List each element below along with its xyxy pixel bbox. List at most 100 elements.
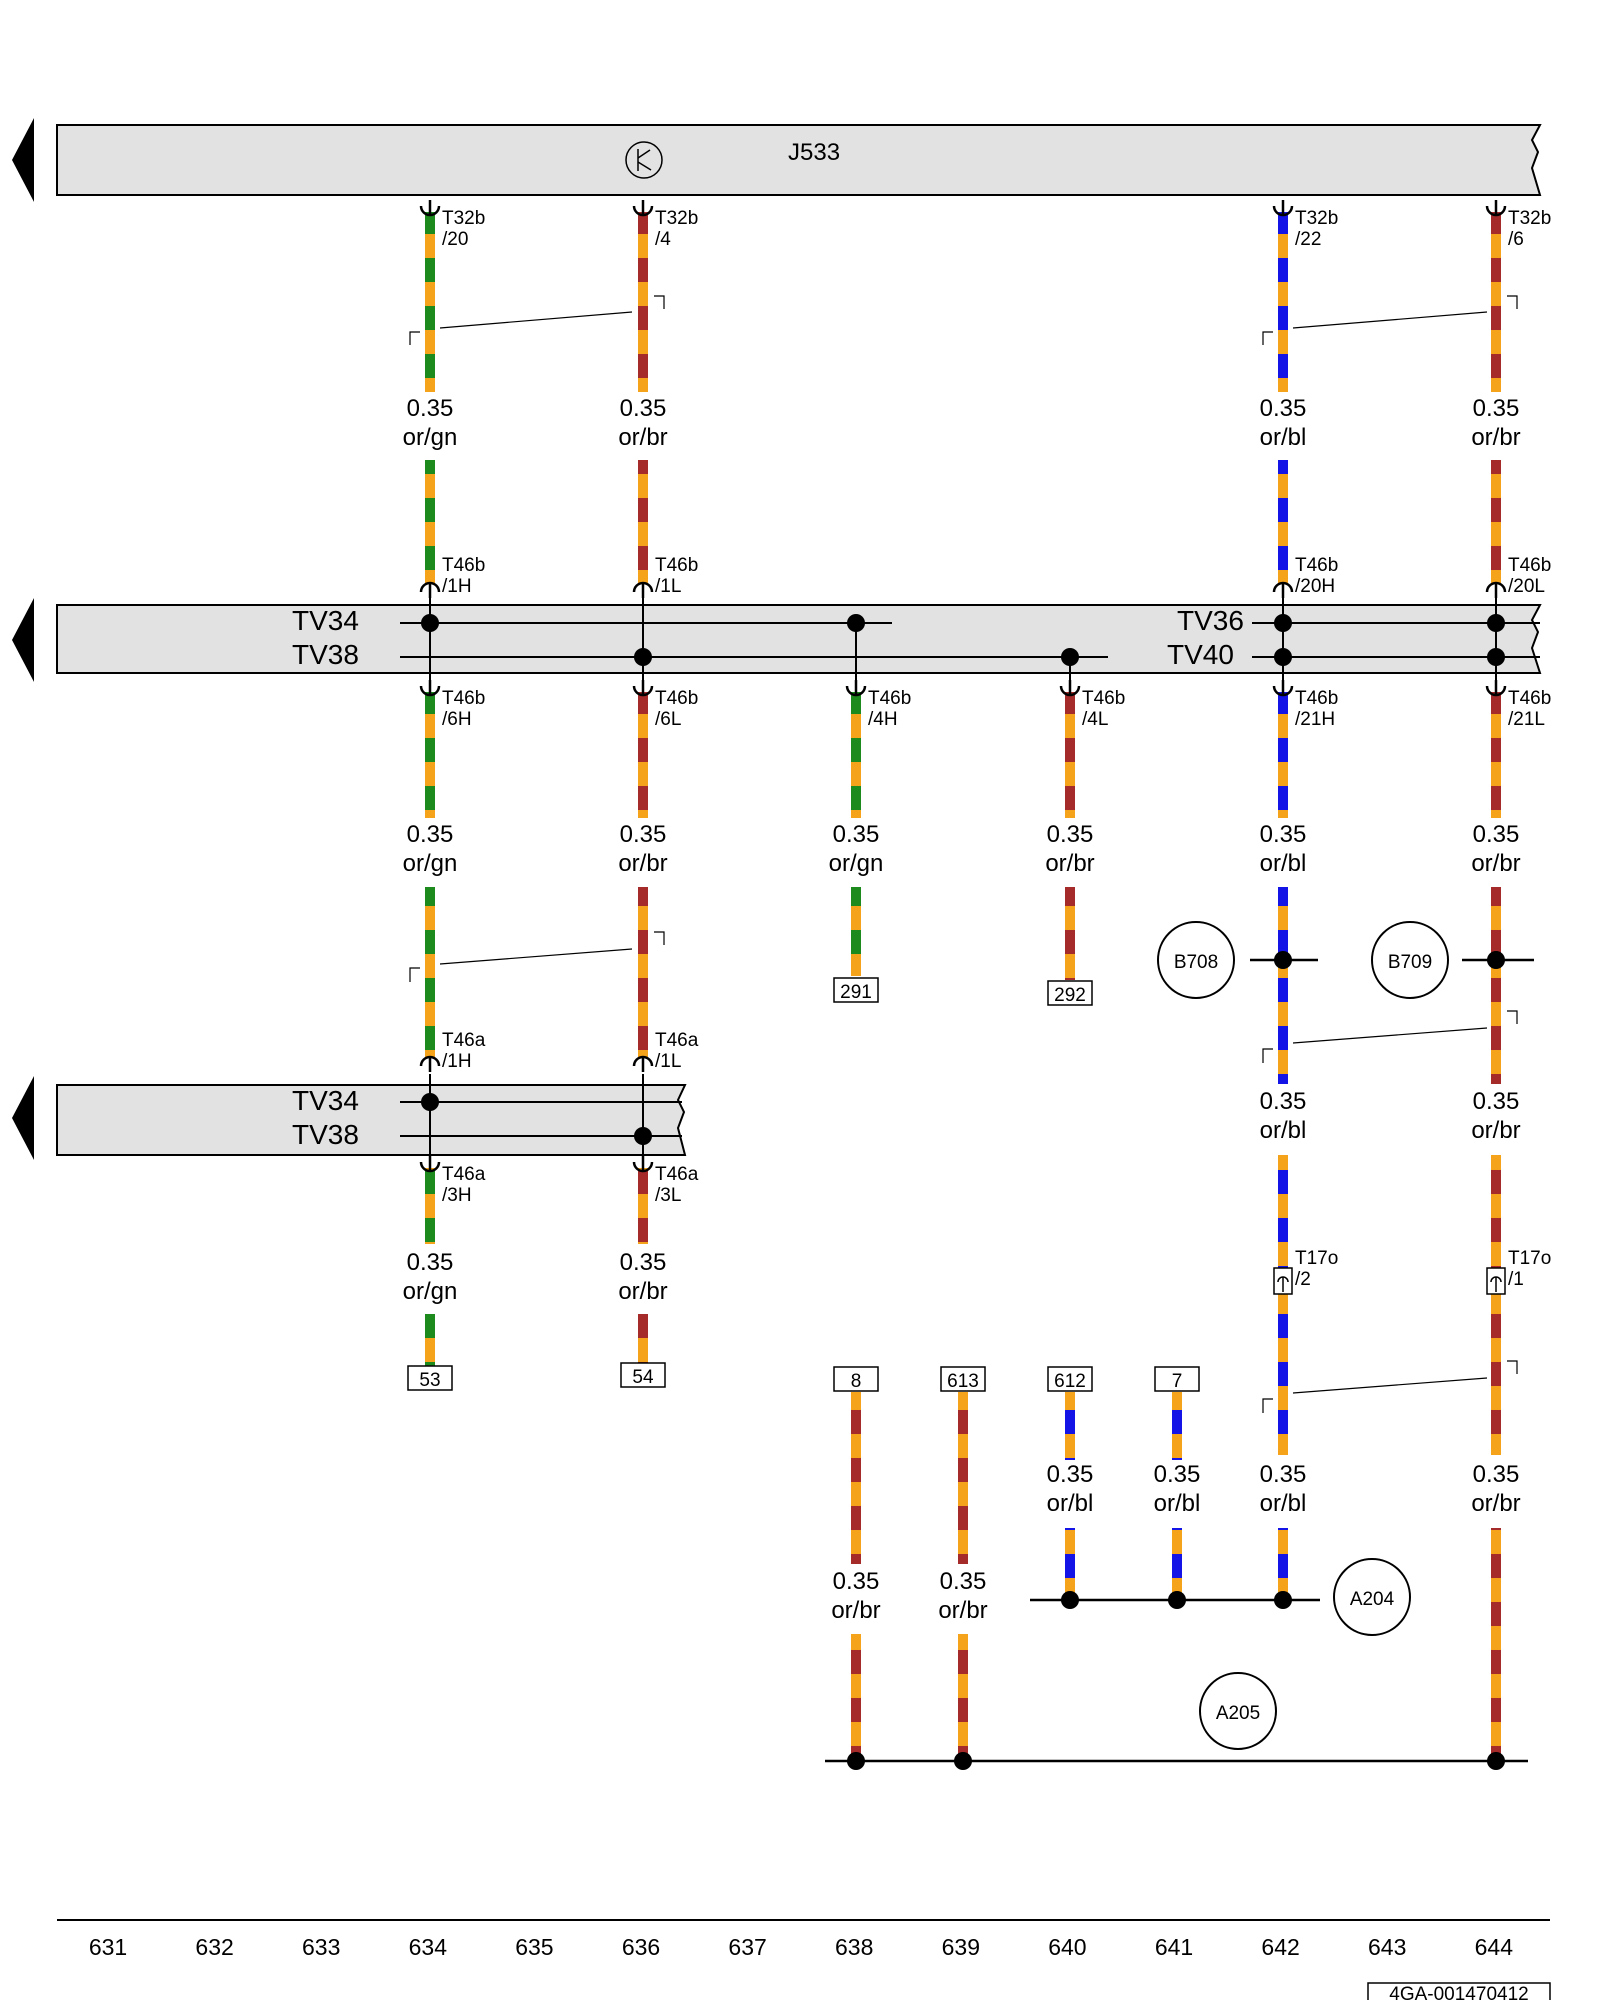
connector-label: T46b — [1082, 688, 1125, 709]
wire-brown — [638, 887, 648, 1058]
wire-segments — [425, 212, 1501, 1761]
connector-label: T46a — [655, 1164, 699, 1185]
wire-brown — [958, 1392, 968, 1564]
left-arrow — [12, 598, 34, 682]
connector-label: T46b — [1508, 688, 1551, 709]
wire-color-code: or/br — [1471, 1490, 1520, 1517]
wire-brown — [1491, 460, 1501, 584]
splice-labels: B708 B709 A204 A205 — [1157, 921, 1449, 1750]
connector-pin-icon — [1485, 685, 1507, 697]
column-number: 634 — [409, 1934, 448, 1960]
connector-pin-label: /1L — [655, 576, 681, 597]
junction-dot — [1061, 648, 1079, 666]
wire-green — [425, 460, 435, 584]
junction-dot — [847, 1752, 865, 1770]
connector-pin-icon — [632, 205, 654, 217]
connector-label: T32b — [655, 208, 698, 229]
wire-color-code: or/bl — [1154, 1490, 1201, 1517]
connector-pin-label: /6L — [655, 709, 681, 730]
wire-color-code: or/br — [1045, 850, 1094, 877]
connector-pin-label: /2 — [1295, 1269, 1311, 1290]
bus-line-label: TV34 — [292, 605, 359, 636]
splice-label-b709: B709 — [1388, 952, 1432, 973]
connector-label: T32b — [1508, 208, 1551, 229]
junction-dot — [1487, 614, 1505, 632]
bus-line-label: TV36 — [1177, 605, 1244, 636]
wire-blue — [1278, 460, 1288, 584]
junction-dot — [634, 648, 652, 666]
wire-blue — [1278, 1155, 1288, 1455]
wire-brown — [638, 1314, 648, 1366]
connector-label: T46b — [868, 688, 911, 709]
reference-box — [833, 977, 879, 1003]
wire-color-code: or/gn — [829, 850, 884, 877]
wire-color-code: or/br — [1471, 424, 1520, 451]
connector-label: T46b — [1295, 555, 1338, 576]
left-arrow — [12, 1076, 34, 1160]
wire-gauge: 0.35 — [407, 1249, 454, 1276]
connector-pin-label: /20L — [1508, 576, 1545, 597]
junction-dot — [421, 1093, 439, 1111]
connector-pin-label: /20 — [442, 229, 468, 250]
junction-dot — [954, 1752, 972, 1770]
wire-gauge: 0.35 — [620, 395, 667, 422]
wire-brown — [638, 212, 648, 392]
wire-color-code: or/bl — [1047, 1490, 1094, 1517]
column-number: 631 — [89, 1934, 127, 1960]
wire-brown — [1065, 692, 1075, 818]
wire-gauge: 0.35 — [407, 395, 454, 422]
wire-gauge: 0.35 — [1260, 1461, 1307, 1488]
connector-label: T17o — [1508, 1248, 1551, 1269]
wire-gauge: 0.35 — [1260, 1088, 1307, 1115]
connector-label: T46a — [442, 1030, 486, 1051]
bus-line-label: TV38 — [292, 639, 359, 670]
connector-pin-icon — [1272, 205, 1294, 217]
junction-dot — [1487, 951, 1505, 969]
connector-pin-label: /4L — [1082, 709, 1108, 730]
connector-pin-icon — [632, 685, 654, 697]
bus-band-2-body — [56, 1084, 687, 1156]
wire-green — [425, 1168, 435, 1244]
wire-gauge: 0.35 — [620, 1249, 667, 1276]
connector-pin-label: /3H — [442, 1185, 472, 1206]
column-number: 641 — [1155, 1934, 1193, 1960]
wire-brown — [958, 1634, 968, 1761]
connector-label: T46b — [442, 688, 485, 709]
connector-pin-icon — [1272, 685, 1294, 697]
reference-box — [407, 1365, 453, 1391]
reference-box — [1047, 980, 1093, 1006]
column-number: 642 — [1261, 1934, 1299, 1960]
connector-pin-icon — [419, 1161, 441, 1173]
wire-brown — [1065, 887, 1075, 980]
junction-dot — [1487, 648, 1505, 666]
wire-gauge: 0.35 — [1154, 1461, 1201, 1488]
reference-box — [940, 1366, 986, 1392]
column-number: 640 — [1048, 1934, 1086, 1960]
wire-blue — [1278, 692, 1288, 818]
transistor-symbol — [625, 141, 663, 179]
wire-blue — [1278, 887, 1288, 1084]
column-number: 636 — [622, 1934, 660, 1960]
wire-color-code: or/bl — [1260, 1490, 1307, 1517]
connector-pin-icon — [632, 1161, 654, 1173]
column-number: 632 — [195, 1934, 233, 1960]
document-id-label: 4GA-001470412 — [1389, 1984, 1528, 2000]
connector-pin-label: /22 — [1295, 229, 1321, 250]
wire-color-code: or/gn — [403, 850, 458, 877]
splice-label-a205: A205 — [1216, 1703, 1260, 1724]
bus-band-2: TV34 TV38 — [12, 1076, 687, 1160]
reference-box — [1154, 1366, 1200, 1392]
wire-color-code: or/br — [618, 1278, 667, 1305]
left-arrow — [12, 118, 34, 202]
reference-number: 291 — [840, 982, 872, 1003]
reference-number: 7 — [1172, 1371, 1183, 1392]
wire-labels: T32b/200.35or/gnT46b/1HT46b/6H0.35or/gnT… — [403, 200, 1551, 1770]
wire-brown — [851, 1634, 861, 1761]
reference-number: 8 — [851, 1371, 862, 1392]
connector-pin-label: /1H — [442, 576, 472, 597]
connector-pin-label: /21L — [1508, 709, 1545, 730]
connector-label: T46b — [655, 555, 698, 576]
column-number: 635 — [515, 1934, 553, 1960]
wire-gauge: 0.35 — [1473, 821, 1520, 848]
wire-brown — [1491, 1528, 1501, 1761]
